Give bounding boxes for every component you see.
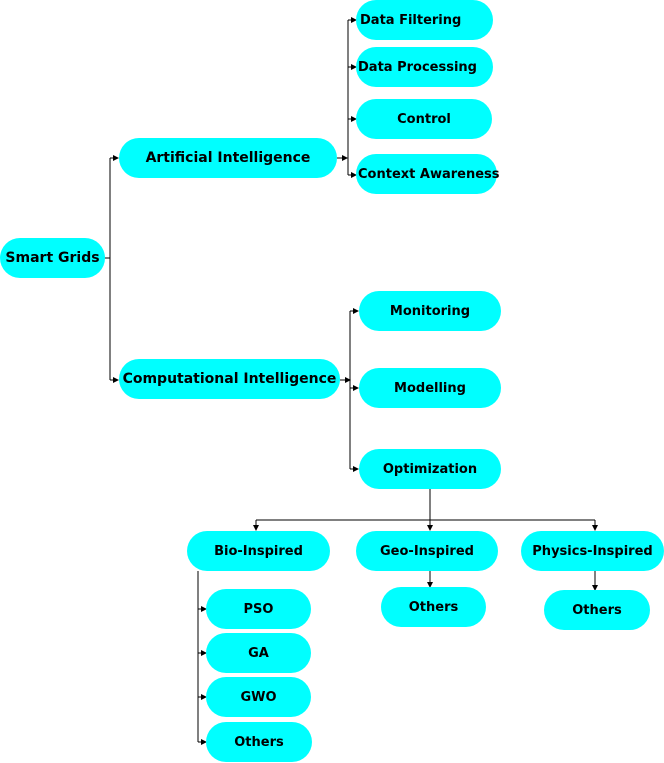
node-physics-inspired: Physics-Inspired	[521, 531, 664, 571]
node-monitoring: Monitoring	[359, 291, 501, 331]
node-ga: GA	[206, 633, 311, 673]
node-geo-others: Others	[381, 587, 486, 627]
node-context-awareness: Context Awareness	[356, 154, 500, 194]
node-pso: PSO	[206, 589, 311, 629]
node-data-filtering: Data Filtering	[356, 0, 493, 40]
node-geo-inspired: Geo-Inspired	[356, 531, 498, 571]
node-optimization: Optimization	[359, 449, 501, 489]
node-computational-intelligence: Computational Intelligence	[119, 359, 340, 399]
node-data-processing: Data Processing	[356, 47, 493, 87]
node-bio-others: Others	[206, 722, 312, 762]
node-physics-others: Others	[544, 590, 650, 630]
node-bio-inspired: Bio-Inspired	[187, 531, 330, 571]
node-smart-grids: Smart Grids	[0, 238, 105, 278]
node-modelling: Modelling	[359, 368, 501, 408]
node-artificial-intelligence: Artificial Intelligence	[119, 138, 337, 178]
node-control: Control	[356, 99, 492, 139]
node-gwo: GWO	[206, 677, 311, 717]
